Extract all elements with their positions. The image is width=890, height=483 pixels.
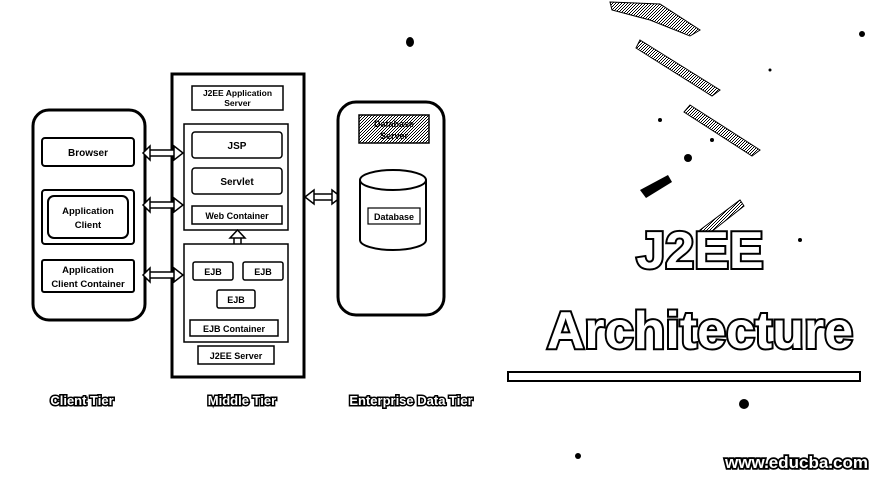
data-tier-label: Enterprise Data Tier bbox=[349, 393, 472, 408]
ejb-container-label: EJB Container bbox=[203, 324, 266, 334]
watermark-text: www.educba.com bbox=[724, 453, 868, 472]
client-container-box bbox=[41, 259, 135, 293]
ejb-label-1: EJB bbox=[204, 267, 222, 277]
arrow-container-ejb bbox=[141, 266, 185, 284]
web-container-label: Web Container bbox=[205, 211, 269, 221]
servlet-label: Servlet bbox=[220, 177, 254, 188]
title-line-2: Architecture bbox=[547, 302, 853, 360]
client-tier-label: Client Tier bbox=[50, 393, 113, 408]
middle-data-arrow bbox=[303, 188, 343, 206]
j2ee-app-server-label-2: Server bbox=[224, 98, 251, 108]
title-underline bbox=[507, 371, 861, 382]
application-client-label-2: Client bbox=[75, 220, 102, 231]
j2ee-server-label: J2EE Server bbox=[210, 351, 263, 361]
middle-tier-label: Middle Tier bbox=[208, 393, 276, 408]
database-server-label-2: Server bbox=[380, 131, 409, 141]
arrow-appclient-servlet bbox=[141, 196, 185, 214]
database-label-box bbox=[367, 207, 421, 225]
title-line-1: J2EE bbox=[636, 222, 763, 280]
application-client-label-1: Application bbox=[62, 206, 114, 217]
jsp-box bbox=[191, 131, 283, 159]
ejb-box-3 bbox=[216, 289, 256, 309]
data-tier: Database Server Database bbox=[336, 100, 446, 317]
web-container-label-box bbox=[191, 205, 283, 225]
browser-label: Browser bbox=[68, 148, 108, 159]
application-client-box bbox=[47, 195, 129, 239]
ejb-box-2 bbox=[242, 261, 284, 281]
middle-tier: J2EE Application Server JSP Servlet Web … bbox=[170, 72, 306, 379]
database-server-label-1: Database bbox=[374, 119, 414, 129]
ejb-container-label-box bbox=[189, 319, 279, 337]
ejb-label-3: EJB bbox=[227, 295, 245, 305]
servlet-box bbox=[191, 167, 283, 195]
database-server-box bbox=[358, 114, 430, 144]
decorative-splatter bbox=[406, 1, 865, 459]
client-middle-arrows bbox=[141, 144, 185, 284]
j2ee-app-server-label-1: J2EE Application bbox=[203, 88, 272, 98]
client-container-label-1: Application bbox=[62, 265, 114, 276]
j2ee-app-server-box bbox=[191, 85, 284, 111]
client-container-label-2: Client Container bbox=[51, 279, 125, 290]
ejb-box-1 bbox=[192, 261, 234, 281]
arrow-browser-jsp bbox=[141, 144, 185, 162]
j2ee-server-box bbox=[197, 345, 275, 365]
ejb-label-2: EJB bbox=[254, 267, 272, 277]
client-tier: Browser Application Client Application C… bbox=[31, 108, 147, 322]
jsp-label: JSP bbox=[228, 141, 247, 152]
database-label: Database bbox=[374, 212, 414, 222]
browser-box bbox=[41, 137, 135, 167]
